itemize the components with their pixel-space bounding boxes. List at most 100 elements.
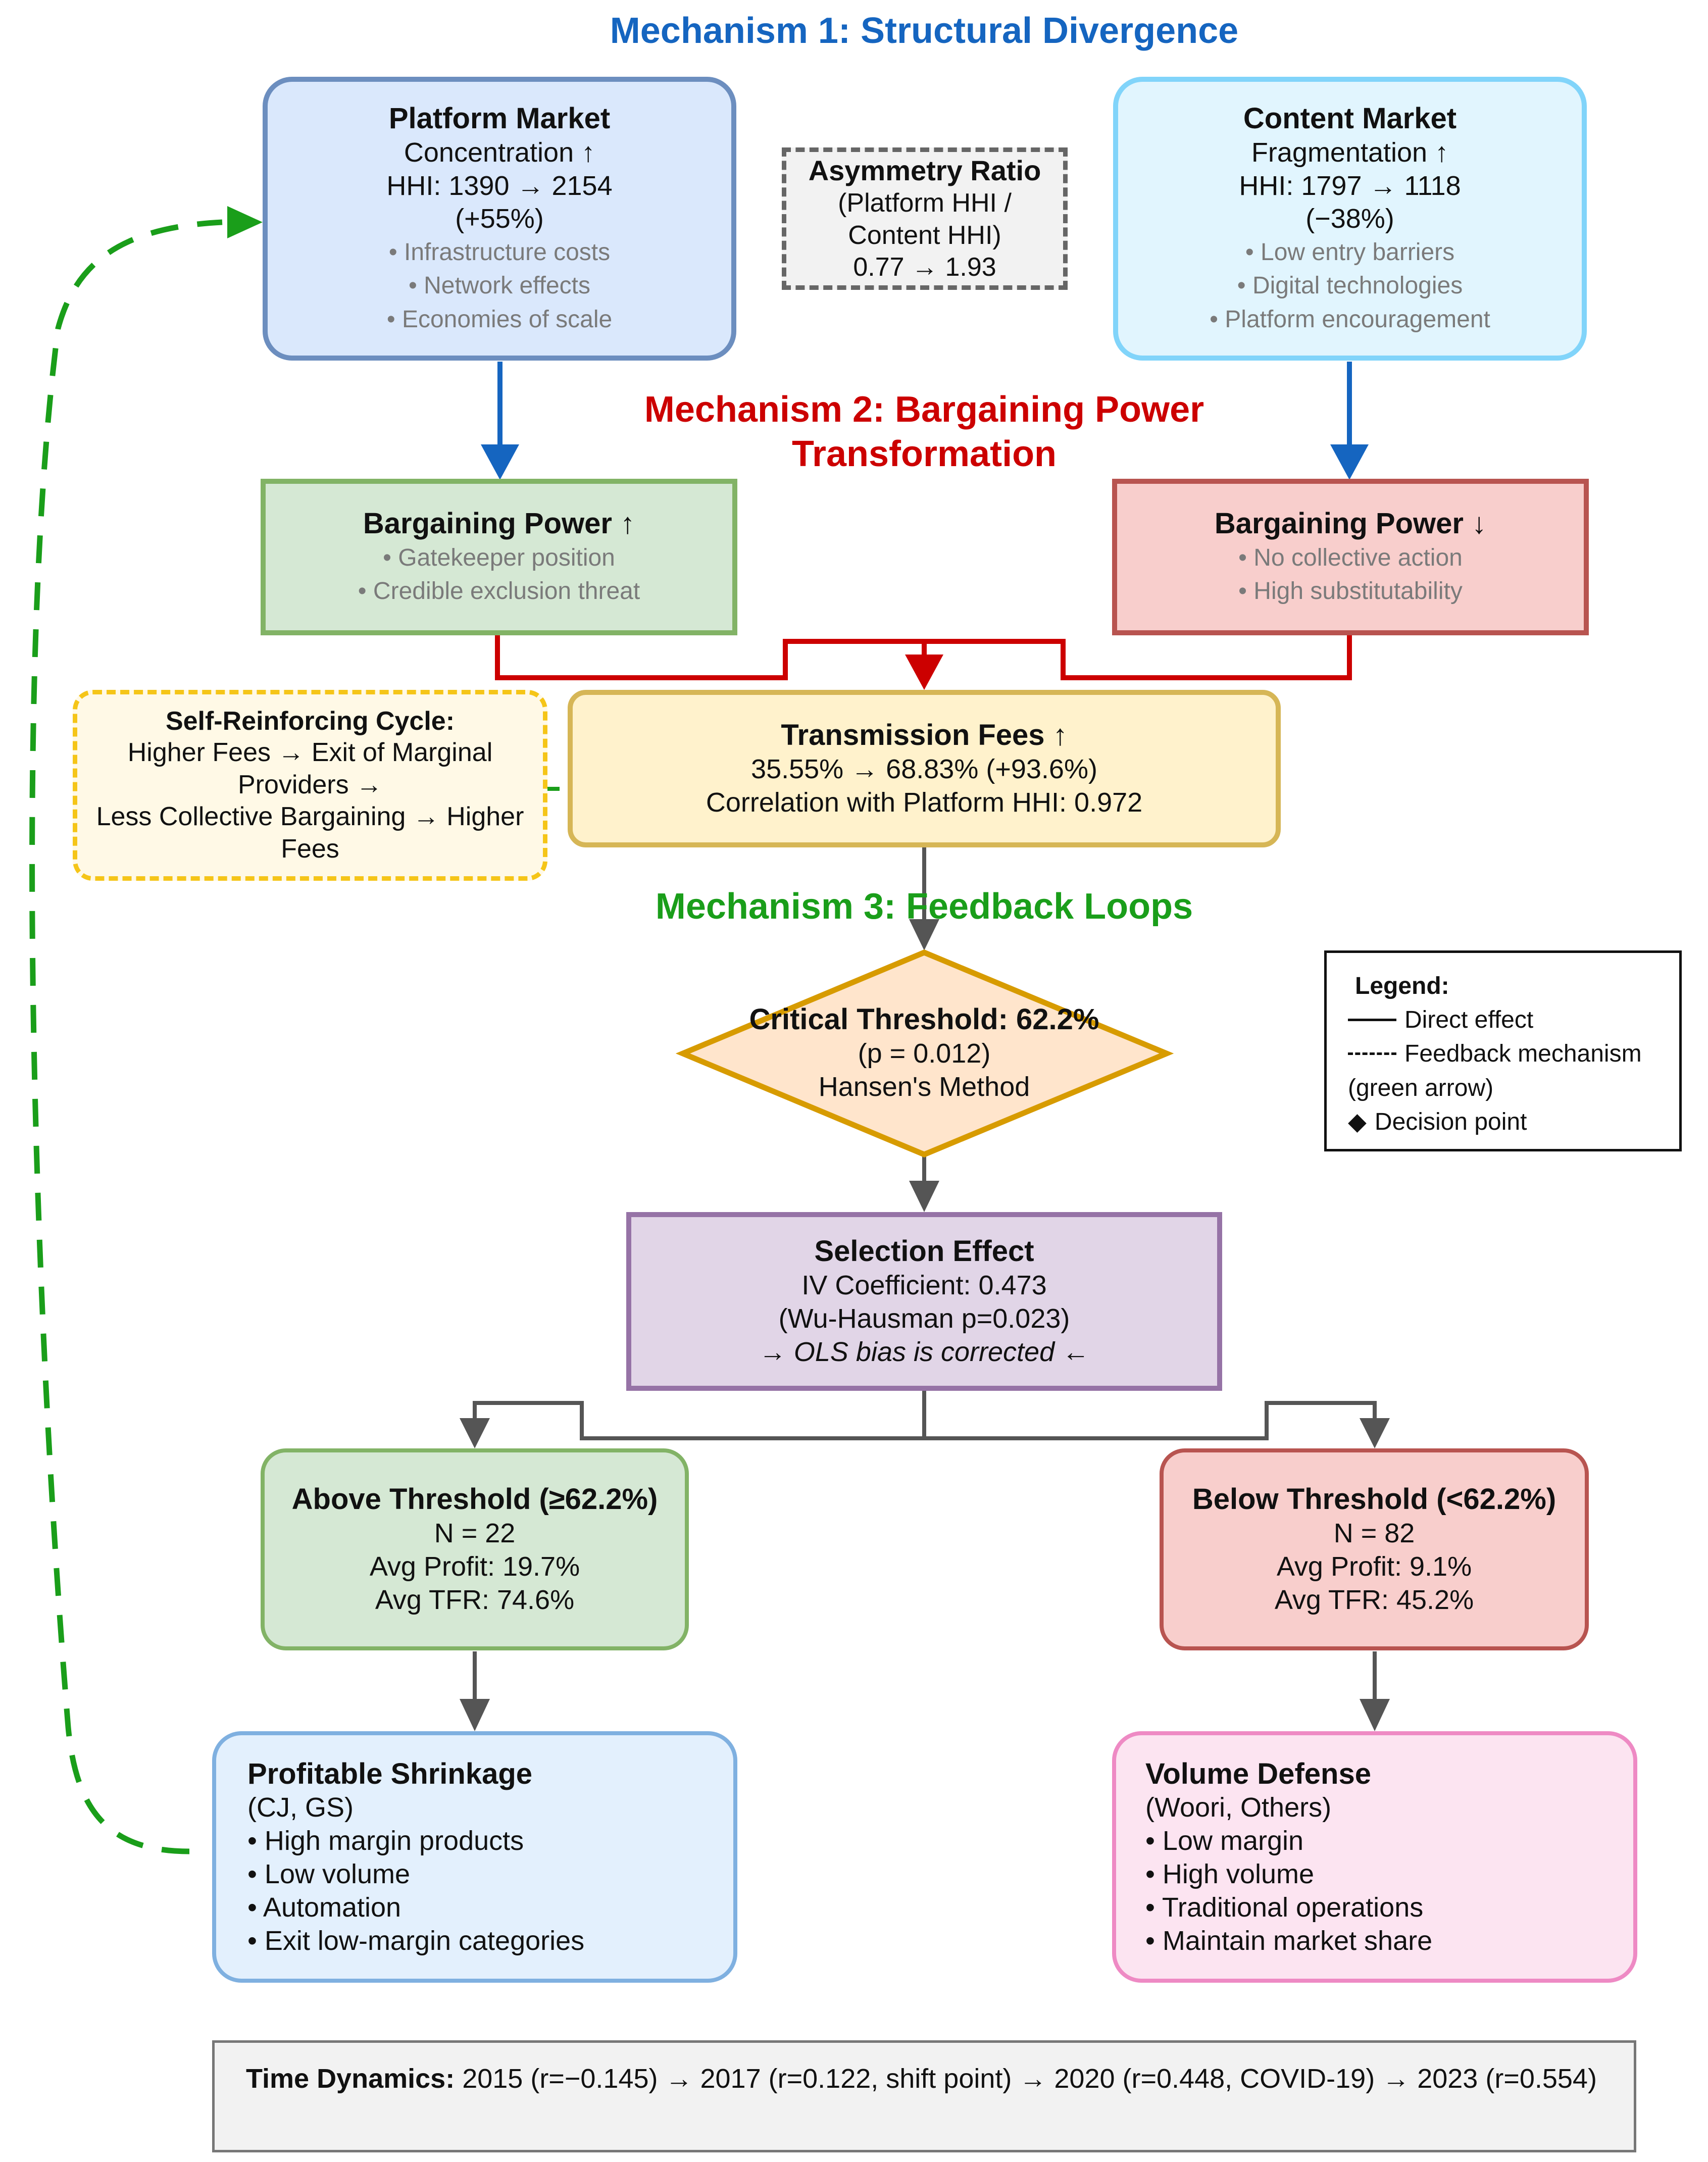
bargaining-power-up-box: Bargaining Power ↑ • Gatekeeper position… xyxy=(261,479,737,635)
above-profit: Avg Profit: 19.7% xyxy=(369,1551,580,1582)
mechanism-2-line1: Mechanism 2: Bargaining Power xyxy=(644,389,1204,430)
content-bullet: • Platform encouragement xyxy=(1210,306,1490,333)
volume-sub: (Woori, Others) xyxy=(1145,1792,1332,1823)
self-reinforcing-cycle-box: Self-Reinforcing Cycle: Higher Fees → Ex… xyxy=(73,690,547,881)
volume-bullet: • Traditional operations xyxy=(1145,1892,1424,1923)
asymmetry-value: 0.77 → 1.93 xyxy=(853,253,996,282)
content-market-change: (−38%) xyxy=(1305,204,1394,234)
above-tfr: Avg TFR: 74.6% xyxy=(375,1584,575,1615)
legend-direct-label: Direct effect xyxy=(1404,1007,1534,1034)
transmission-fees-box: Transmission Fees ↑ 35.55% → 68.83% (+93… xyxy=(568,690,1281,847)
shrinkage-bullet: • Automation xyxy=(247,1892,401,1923)
bargaining-down-bullet: • No collective action xyxy=(1238,544,1463,571)
threshold-line1: (p = 0.012) xyxy=(858,1038,991,1069)
platform-market-hhi: HHI: 1390 → 2154 xyxy=(386,170,613,201)
below-n: N = 82 xyxy=(1333,1518,1415,1548)
mechanism-1-heading: Mechanism 1: Structural Divergence xyxy=(610,11,1239,51)
mechanism-3-heading: Mechanism 3: Feedback Loops xyxy=(655,886,1193,927)
content-bullet: • Low entry barriers xyxy=(1245,239,1455,266)
shrinkage-title: Profitable Shrinkage xyxy=(247,1757,533,1790)
bargaining-up-bullet: • Gatekeeper position xyxy=(383,544,615,571)
arrow-platform-to-bargaining-up xyxy=(481,362,519,480)
content-bullet: • Digital technologies xyxy=(1237,272,1463,299)
above-threshold-box: Above Threshold (≥62.2%) N = 22 Avg Prof… xyxy=(261,1448,689,1650)
selection-line1: IV Coefficient: 0.473 xyxy=(801,1270,1047,1300)
mechanism-2-heading: Mechanism 2: Bargaining Power Transforma… xyxy=(556,388,1293,477)
threshold-title: Critical Threshold: 62.2% xyxy=(749,1003,1099,1036)
above-n: N = 22 xyxy=(434,1518,516,1548)
above-title: Above Threshold (≥62.2%) xyxy=(291,1483,658,1516)
arrow-bargaining-to-transmission xyxy=(495,635,1352,690)
cycle-title: Self-Reinforcing Cycle: xyxy=(165,706,455,736)
selection-effect-box: Selection Effect IV Coefficient: 0.473 (… xyxy=(626,1212,1222,1391)
time-dynamics-text: 2015 (r=−0.145) → 2017 (r=0.122, shift p… xyxy=(462,2064,1597,2094)
legend-title: Legend: xyxy=(1355,973,1449,999)
time-dynamics-box: Time Dynamics: 2015 (r=−0.145) → 2017 (r… xyxy=(212,2040,1636,2152)
legend-decision-row: ◆ Decision point xyxy=(1348,1105,1679,1139)
shrinkage-bullet: • Low volume xyxy=(247,1858,411,1889)
volume-bullet: • Low margin xyxy=(1145,1825,1304,1856)
selection-line2: (Wu-Hausman p=0.023) xyxy=(778,1303,1070,1334)
legend-decision-label: Decision point xyxy=(1374,1108,1527,1135)
shrinkage-bullet: • Exit low-margin categories xyxy=(247,1925,585,1956)
transmission-line2: Correlation with Platform HHI: 0.972 xyxy=(706,787,1143,818)
threshold-text: Critical Threshold: 62.2% (p = 0.012) Ha… xyxy=(697,995,1151,1111)
transmission-line1: 35.55% → 68.83% (+93.6%) xyxy=(751,753,1097,784)
bargaining-up-title: Bargaining Power ↑ xyxy=(363,507,635,540)
bargaining-power-down-box: Bargaining Power ↓ • No collective actio… xyxy=(1112,479,1589,635)
cycle-line: Fees xyxy=(281,834,339,864)
volume-title: Volume Defense xyxy=(1145,1757,1371,1790)
below-threshold-box: Below Threshold (<62.2%) N = 82 Avg Prof… xyxy=(1160,1448,1589,1650)
asymmetry-ratio-box: Asymmetry Ratio (Platform HHI / Content … xyxy=(782,147,1068,290)
volume-bullet: • Maintain market share xyxy=(1145,1925,1433,1956)
platform-bullet: • Infrastructure costs xyxy=(388,239,611,266)
platform-market-change: (+55%) xyxy=(455,204,544,234)
solid-line-icon xyxy=(1348,1019,1396,1022)
volume-defense-box: Volume Defense (Woori, Others) • Low mar… xyxy=(1112,1731,1637,1983)
below-tfr: Avg TFR: 45.2% xyxy=(1274,1584,1474,1615)
legend-feedback-label: Feedback mechanism xyxy=(1404,1040,1642,1068)
below-profit: Avg Profit: 9.1% xyxy=(1276,1551,1472,1582)
dashed-line-icon xyxy=(1348,1052,1396,1055)
legend-box: Legend: Direct effect Feedback mechanism… xyxy=(1324,950,1682,1151)
asymmetry-line: (Platform HHI / xyxy=(838,188,1012,218)
threshold-line2: Hansen's Method xyxy=(818,1071,1030,1102)
content-market-hhi: HHI: 1797 → 1118 xyxy=(1239,170,1461,201)
asymmetry-line: Content HHI) xyxy=(848,220,1001,250)
bargaining-down-title: Bargaining Power ↓ xyxy=(1214,507,1487,540)
platform-market-box: Platform Market Concentration ↑ HHI: 139… xyxy=(263,77,736,361)
arrow-transmission-to-threshold xyxy=(909,846,939,950)
mechanism-2-line2: Transformation xyxy=(791,433,1057,474)
arrow-threshold-to-selection xyxy=(909,1153,939,1212)
feedback-arrow-loop xyxy=(29,206,263,1854)
asymmetry-title: Asymmetry Ratio xyxy=(808,155,1041,187)
legend-direct-row: Direct effect xyxy=(1348,1003,1679,1037)
arrow-above-to-shrinkage xyxy=(460,1651,490,1731)
content-market-title: Content Market xyxy=(1243,102,1457,135)
legend-feedback-note: (green arrow) xyxy=(1348,1074,1494,1101)
transmission-title: Transmission Fees ↑ xyxy=(781,719,1068,752)
platform-market-title: Platform Market xyxy=(388,102,611,135)
diamond-icon: ◆ xyxy=(1348,1108,1367,1135)
platform-bullet: • Economies of scale xyxy=(386,306,613,333)
arrow-below-to-volume xyxy=(1360,1651,1390,1731)
bargaining-down-bullet: • High substitutability xyxy=(1238,577,1463,605)
cycle-line: Providers → xyxy=(237,770,383,799)
cycle-line: Higher Fees → Exit of Marginal xyxy=(127,738,493,768)
platform-market-subtitle: Concentration ↑ xyxy=(404,137,595,168)
bargaining-up-bullet: • Credible exclusion threat xyxy=(358,577,640,605)
volume-bullet: • High volume xyxy=(1145,1858,1315,1889)
content-market-subtitle: Fragmentation ↑ xyxy=(1251,137,1449,168)
platform-bullet: • Network effects xyxy=(408,272,591,299)
selection-line3: → OLS bias is corrected ← xyxy=(759,1336,1090,1367)
arrow-selection-split xyxy=(460,1391,1390,1448)
content-market-box: Content Market Fragmentation ↑ HHI: 1797… xyxy=(1113,77,1587,361)
time-dynamics-label: Time Dynamics: xyxy=(246,2064,455,2094)
profitable-shrinkage-box: Profitable Shrinkage (CJ, GS) • High mar… xyxy=(212,1731,737,1983)
shrinkage-bullet: • High margin products xyxy=(247,1825,524,1856)
threshold-diamond xyxy=(675,949,1174,1158)
arrow-content-to-bargaining-down xyxy=(1330,362,1369,480)
legend-feedback-row: Feedback mechanism xyxy=(1348,1037,1679,1071)
below-title: Below Threshold (<62.2%) xyxy=(1192,1483,1556,1516)
